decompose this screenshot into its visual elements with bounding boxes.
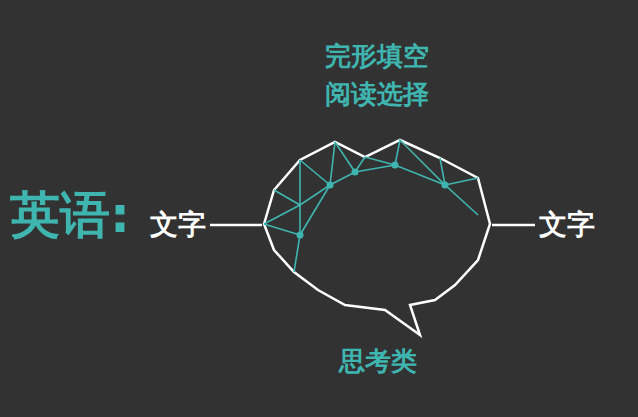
neural-link — [264, 224, 300, 272]
neural-link — [274, 160, 300, 205]
subject-title: 英语: — [10, 182, 130, 249]
neural-link — [300, 142, 335, 185]
brain-outline: 完形填空 阅读选择思考类 — [262, 138, 492, 338]
neural-link — [365, 140, 445, 185]
text-node: 文字 — [535, 204, 599, 246]
question-type-label: 完形填空 阅读选择 — [317, 38, 437, 113]
neural-link — [445, 178, 478, 185]
neural-link — [264, 165, 478, 224]
neural-dot — [392, 162, 399, 169]
neural-link — [335, 142, 365, 172]
neural-link — [300, 185, 330, 235]
connector-line — [210, 224, 262, 227]
bubble-outline — [264, 140, 490, 335]
text-label: 文字 — [146, 204, 210, 246]
neural-dot — [327, 182, 334, 189]
connector-line — [492, 224, 535, 227]
neural-dot — [297, 232, 304, 239]
neural-dot — [352, 169, 359, 176]
category-label: 思考类 — [339, 344, 417, 379]
text-label: 文字 — [535, 204, 599, 246]
text-node: 文字 — [146, 204, 210, 246]
brain-bubble — [262, 138, 492, 338]
neural-dot — [442, 182, 449, 189]
neural-link — [299, 205, 301, 235]
